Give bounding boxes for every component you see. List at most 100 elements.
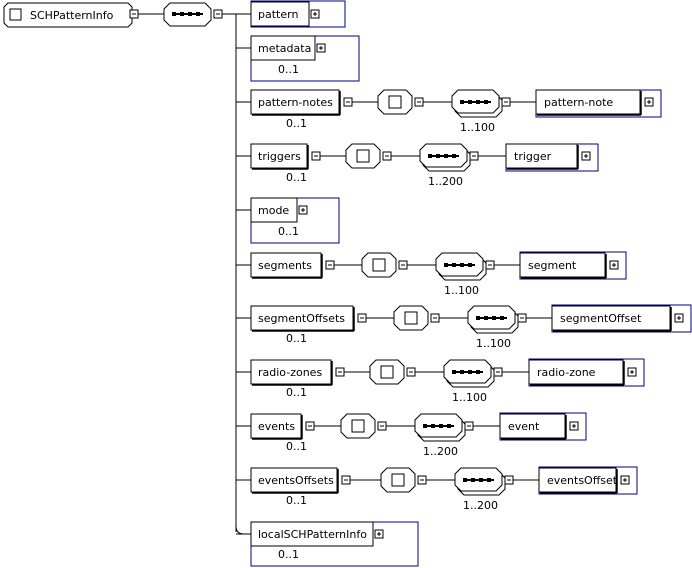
choice-icon xyxy=(351,419,365,433)
element-pattern-notes[interactable]: pattern-notes xyxy=(250,89,341,116)
occurrence-label: 0..1 xyxy=(286,386,307,399)
choice-collapse-toggle[interactable] xyxy=(414,97,424,107)
element-pattern-note[interactable]: pattern-note xyxy=(535,89,662,118)
root-label: SCHPatternInfo xyxy=(30,9,114,22)
root-collapse-toggle[interactable] xyxy=(129,9,139,19)
choice-icon xyxy=(404,311,418,325)
sequence-collapse-toggle[interactable] xyxy=(464,421,474,431)
occurrence-label: 1..200 xyxy=(463,499,498,512)
element-label: metadata xyxy=(258,42,311,55)
choice-collapse-toggle[interactable] xyxy=(417,475,427,485)
sequence-collapse-toggle[interactable] xyxy=(469,151,479,161)
collapse-toggle-radio-zones[interactable] xyxy=(335,367,345,377)
sequence-compositor[interactable] xyxy=(435,252,487,281)
element-segmentOffset[interactable]: segmentOffset xyxy=(551,304,692,333)
sequence-dots-icon xyxy=(428,154,459,158)
choice-collapse-toggle[interactable] xyxy=(382,151,392,161)
sequence-compositor[interactable] xyxy=(454,467,506,496)
element-event[interactable]: event xyxy=(499,412,587,441)
element-label: radio-zone xyxy=(537,366,596,379)
occurrence-label: 1..200 xyxy=(423,445,458,458)
element-segment[interactable]: segment xyxy=(519,251,627,280)
sequence-collapse-toggle[interactable] xyxy=(517,313,527,323)
occurrence-label: 0..1 xyxy=(286,117,307,130)
choice-collapse-toggle[interactable] xyxy=(430,313,440,323)
element-segmentOffsets[interactable]: segmentOffsets xyxy=(250,305,355,332)
choice-compositor[interactable] xyxy=(377,89,413,115)
sequence-collapse-toggle[interactable] xyxy=(485,260,495,270)
root-element[interactable]: SCHPatternInfo xyxy=(3,2,133,28)
choice-compositor[interactable] xyxy=(380,467,416,493)
element-label: triggers xyxy=(258,150,301,163)
element-eventsOffsets[interactable]: eventsOffsets xyxy=(250,467,339,494)
element-radio-zones[interactable]: radio-zones xyxy=(250,359,333,386)
choice-collapse-toggle[interactable] xyxy=(406,367,416,377)
element-radio-zone[interactable]: radio-zone xyxy=(528,358,645,387)
choice-compositor[interactable] xyxy=(340,413,376,439)
expand-toggle-localSCHPatternInfo[interactable] xyxy=(374,529,384,539)
element-mode[interactable]: mode xyxy=(250,197,298,223)
element-segments[interactable]: segments xyxy=(250,252,323,279)
occurrence-label: 0..1 xyxy=(286,171,307,184)
occurrence-label: 0..1 xyxy=(278,548,299,561)
expand-toggle-radio-zone[interactable] xyxy=(627,367,637,377)
collapse-toggle-segments[interactable] xyxy=(325,260,335,270)
element-localSCHPatternInfo[interactable]: localSCHPatternInfo xyxy=(250,521,374,547)
sequence-compositor[interactable] xyxy=(443,359,495,388)
sequence-collapse-toggle[interactable] xyxy=(504,475,514,485)
element-label: pattern-notes xyxy=(258,96,333,109)
element-label: events xyxy=(258,420,295,433)
collapse-toggle-pattern-notes[interactable] xyxy=(343,97,353,107)
expand-toggle-metadata[interactable] xyxy=(316,43,326,53)
choice-compositor[interactable] xyxy=(345,143,381,169)
element-label: segment xyxy=(528,259,577,272)
element-label: mode xyxy=(258,204,289,217)
occurrence-label: 0..1 xyxy=(286,494,307,507)
sequence-compositor[interactable] xyxy=(163,2,212,27)
sequence-compositor[interactable] xyxy=(467,305,519,334)
expand-toggle-trigger[interactable] xyxy=(581,151,591,161)
sequence-dots-icon xyxy=(476,316,507,320)
sequence-collapse-toggle[interactable] xyxy=(501,97,511,107)
row-pattern: pattern xyxy=(236,0,346,28)
choice-collapse-toggle[interactable] xyxy=(398,260,408,270)
expand-toggle-event[interactable] xyxy=(569,421,579,431)
occurrence-label: 1..100 xyxy=(452,391,487,404)
choice-compositor[interactable] xyxy=(393,305,429,331)
expand-toggle-eventsOffset[interactable] xyxy=(620,475,630,485)
row-events: events 0..1 1..200 event xyxy=(236,412,587,458)
occurrence-label: 0..1 xyxy=(286,332,307,345)
element-label: segments xyxy=(258,259,312,272)
expand-toggle-mode[interactable] xyxy=(298,205,308,215)
element-label: localSCHPatternInfo xyxy=(258,528,367,541)
sequence-compositor[interactable] xyxy=(414,413,466,442)
element-triggers[interactable]: triggers xyxy=(250,143,309,170)
element-events[interactable]: events xyxy=(250,413,303,440)
choice-compositor[interactable] xyxy=(369,359,405,385)
expand-toggle-segment[interactable] xyxy=(609,260,619,270)
collapse-toggle-segmentOffsets[interactable] xyxy=(357,313,367,323)
collapse-toggle-eventsOffsets[interactable] xyxy=(341,475,351,485)
sequence-compositor[interactable] xyxy=(419,143,471,172)
occurrence-label: 0..1 xyxy=(286,440,307,453)
collapse-toggle-events[interactable] xyxy=(305,421,315,431)
sequence-collapse-toggle[interactable] xyxy=(213,9,223,19)
sequence-collapse-toggle[interactable] xyxy=(493,367,503,377)
element-metadata[interactable]: metadata xyxy=(250,35,316,61)
choice-collapse-toggle[interactable] xyxy=(377,421,387,431)
expand-toggle-segmentOffset[interactable] xyxy=(674,313,684,323)
sequence-dots-icon xyxy=(172,12,203,16)
occurrence-label: 0..1 xyxy=(278,225,299,238)
choice-icon xyxy=(391,473,405,487)
choice-compositor[interactable] xyxy=(361,252,397,278)
collapse-toggle-triggers[interactable] xyxy=(311,151,321,161)
expand-toggle-pattern[interactable] xyxy=(310,9,320,19)
sequence-compositor[interactable] xyxy=(451,89,503,118)
element-label: eventsOffsets xyxy=(258,474,334,487)
element-pattern[interactable]: pattern xyxy=(250,1,310,27)
expand-toggle-pattern-note[interactable] xyxy=(644,97,654,107)
